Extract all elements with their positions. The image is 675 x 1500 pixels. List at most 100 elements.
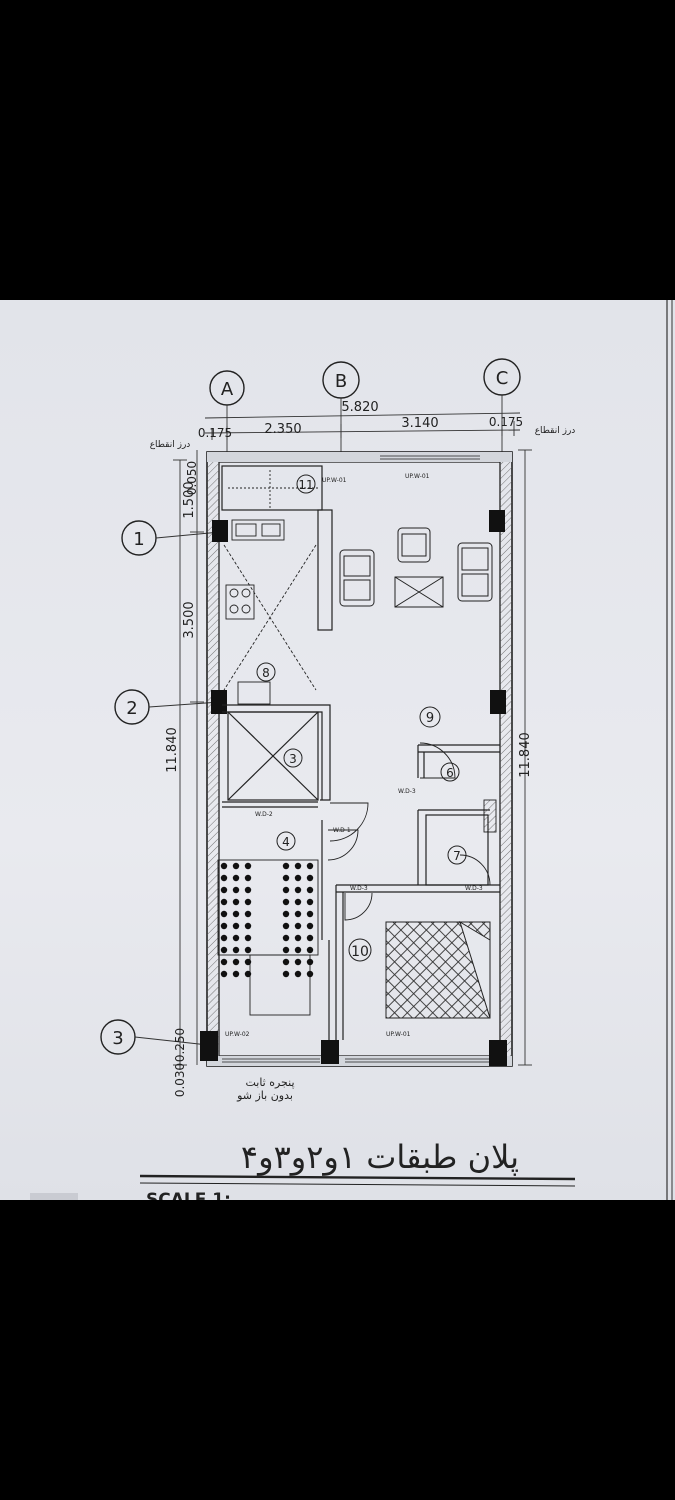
stair-dot	[294, 946, 302, 954]
stair-dot	[282, 886, 290, 894]
stair-dot	[232, 946, 240, 954]
room-label-10: 10	[348, 938, 372, 962]
stair-dot	[220, 946, 228, 954]
svg-text:9: 9	[426, 711, 434, 726]
stair-dot	[306, 898, 314, 906]
svg-text:7: 7	[453, 849, 461, 863]
stair-dot	[294, 886, 302, 894]
dim-top-right-offset: 0.175	[489, 415, 523, 429]
stair-dot	[306, 958, 314, 966]
stair-dot	[294, 970, 302, 978]
note-expansion-joint-left: درز انقطاع	[150, 440, 191, 450]
room-label-9: 8	[256, 662, 276, 682]
bed	[385, 920, 491, 1019]
svg-text:C: C	[496, 368, 509, 389]
stair-dot	[294, 934, 302, 942]
grid-bubble-b: B	[322, 361, 360, 399]
svg-text:10: 10	[351, 944, 369, 960]
stair-dot	[220, 922, 228, 930]
stair-dot	[232, 958, 240, 966]
stair-dot	[244, 862, 252, 870]
room-label-4: 4	[276, 831, 296, 851]
stair-dot	[220, 958, 228, 966]
stair-dot	[244, 886, 252, 894]
svg-text:3: 3	[112, 1028, 123, 1049]
svg-text:A: A	[221, 379, 234, 400]
svg-text:2: 2	[126, 698, 137, 719]
grid-bubble-3: 3	[100, 1019, 136, 1055]
stair-dot	[220, 910, 228, 918]
stair-dot	[306, 910, 314, 918]
stair-dot	[294, 958, 302, 966]
stair-dot	[306, 874, 314, 882]
dim-left-r1-r2: 3.500	[182, 601, 197, 638]
window-tag: UP.W-01	[322, 477, 347, 484]
window-note-line1: پنجره ثابت	[245, 1076, 294, 1089]
kitchen-fixtures	[223, 470, 318, 705]
left-dimension-lines	[173, 450, 204, 1070]
stair-dot	[282, 862, 290, 870]
sheet-corner-mark	[30, 1193, 78, 1200]
dim-top-left-offset: 0.175	[198, 426, 232, 440]
window-tag: UP.W-02	[225, 1031, 250, 1038]
window-tag: UP.W-01	[386, 1031, 411, 1038]
plan-title: پلان طبقات ۱و۲و۳و۴	[241, 1138, 519, 1176]
svg-text:1: 1	[133, 529, 144, 550]
structural-columns	[200, 510, 507, 1066]
stair-dot	[282, 874, 290, 882]
stair-dot	[282, 898, 290, 906]
dim-top-bc: 3.140	[401, 416, 438, 431]
stair-pattern	[217, 859, 319, 1016]
stair-dot	[306, 934, 314, 942]
window-tag: UP.W-01	[405, 473, 430, 480]
drawing-sheet: A B C 1 2 3 5.820 0.175 2.350	[0, 300, 675, 1200]
stair-dot	[232, 874, 240, 882]
interior-walls	[221, 465, 500, 1040]
grid-bubble-a: A	[209, 370, 245, 406]
stair-dot	[244, 958, 252, 966]
outer-walls	[206, 451, 513, 1067]
stair-dot	[244, 946, 252, 954]
stair-dot	[220, 862, 228, 870]
title-underline	[139, 1174, 576, 1181]
floor-plan-drawing: A B C 1 2 3 5.820 0.175 2.350	[30, 300, 673, 1200]
svg-text:11: 11	[298, 478, 313, 492]
dim-left-total: 11.840	[165, 727, 180, 773]
stair-dot	[232, 970, 240, 978]
title-underline	[139, 1182, 576, 1187]
stair-dot	[220, 874, 228, 882]
door-tag: W.D-1	[333, 827, 351, 834]
svg-text:3: 3	[289, 752, 297, 766]
svg-text:4: 4	[282, 835, 290, 849]
stair-dot	[220, 898, 228, 906]
room-label-8: 9	[419, 706, 441, 728]
grid-bubble-2: 2	[114, 689, 150, 725]
stair-dot	[232, 922, 240, 930]
dim-top-ab: 2.350	[264, 422, 301, 437]
dim-left-bottom-b: 0.030	[173, 1063, 187, 1097]
door-tag: W.D-3	[350, 885, 368, 892]
stair-dot	[306, 886, 314, 894]
stair-dot	[232, 862, 240, 870]
living-room-furniture	[339, 527, 493, 608]
stair-dot	[294, 898, 302, 906]
stair-dot	[306, 946, 314, 954]
room-label-11: 11	[296, 474, 316, 494]
svg-text:B: B	[335, 371, 347, 392]
stair-dot	[232, 910, 240, 918]
scale-label: SCALE 1:	[146, 1190, 231, 1200]
stair-dot	[294, 874, 302, 882]
stair-dot	[244, 970, 252, 978]
svg-text:6: 6	[446, 766, 454, 780]
dim-left-bottom-a: 0.250	[173, 1028, 187, 1062]
window-note-line2: بدون باز شو	[236, 1089, 293, 1102]
grid-bubble-c: C	[483, 358, 521, 396]
room-label-7: 7	[447, 845, 467, 865]
door-tag: W.D-3	[398, 788, 416, 795]
doors	[327, 742, 497, 921]
dim-top-total: 5.820	[341, 400, 378, 415]
stair-dot	[220, 970, 228, 978]
stair-dot	[232, 886, 240, 894]
room-label-6: 6	[440, 762, 460, 782]
stair-dot	[282, 934, 290, 942]
